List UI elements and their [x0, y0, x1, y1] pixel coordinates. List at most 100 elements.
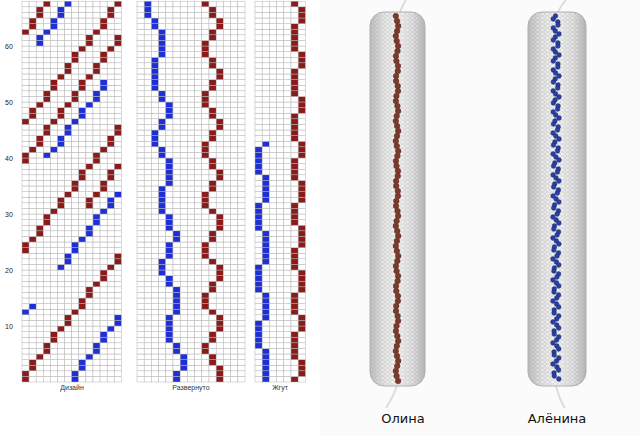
bead-cell — [43, 57, 50, 63]
bead-cell — [151, 371, 158, 377]
bead-cell — [216, 214, 223, 220]
bead-cell — [223, 203, 230, 209]
bead-cell — [223, 180, 230, 186]
bead-cell — [107, 203, 114, 209]
bead-cell — [216, 220, 223, 226]
bead-cell — [209, 371, 216, 377]
bead-cell — [159, 46, 166, 52]
bead-cell — [58, 35, 65, 41]
bead-cell — [72, 214, 79, 220]
bead-cell — [166, 124, 173, 130]
bead-cell — [93, 141, 100, 147]
bead-cell — [159, 320, 166, 326]
bead-cell — [159, 80, 166, 86]
bead-cell — [114, 108, 121, 114]
bead-cell — [166, 248, 173, 254]
bead-cell — [166, 348, 173, 354]
bead-cell — [180, 304, 187, 310]
bead-cell — [216, 1, 223, 7]
bead-cell — [72, 315, 79, 321]
bead-cell — [187, 315, 194, 321]
bead-cell — [180, 164, 187, 170]
bead-cell — [231, 63, 238, 69]
bead-cell — [72, 360, 79, 366]
bead-cell — [238, 18, 245, 24]
bead-cell — [65, 113, 72, 119]
bead-cell — [223, 186, 230, 192]
bead-cell — [114, 29, 121, 35]
bead-cell — [209, 309, 216, 315]
bead-cell — [79, 18, 86, 24]
bead-cell — [151, 141, 158, 147]
bead-cell — [22, 68, 29, 74]
bead-cell — [93, 248, 100, 254]
bead-cell — [144, 225, 151, 231]
bead-cell — [36, 276, 43, 282]
bead-cell — [107, 175, 114, 181]
bead-cell — [166, 264, 173, 270]
bead-cell — [144, 337, 151, 343]
bead-cell — [159, 208, 166, 214]
bead-cell — [29, 119, 36, 125]
bead-cell — [86, 242, 93, 248]
bead-cell — [36, 371, 43, 377]
bead-cell — [166, 29, 173, 35]
bead-cell — [29, 332, 36, 338]
bead-cell — [209, 91, 216, 97]
bead-cell — [93, 186, 100, 192]
bead-cell — [231, 113, 238, 119]
bead-cell — [144, 35, 151, 41]
bead-cell — [86, 52, 93, 58]
bead-cell — [93, 180, 100, 186]
bead-cell — [107, 35, 114, 41]
bead-cell — [43, 40, 50, 46]
bead-cell — [114, 287, 121, 293]
bead-cell — [137, 119, 144, 125]
bead-cell — [195, 24, 202, 30]
bead-cell — [79, 287, 86, 293]
bead-cell — [137, 180, 144, 186]
bead-cell — [86, 192, 93, 198]
bead-cell — [65, 276, 72, 282]
bead-cell — [107, 276, 114, 282]
bead-cell — [22, 292, 29, 298]
bead-cell — [100, 264, 107, 270]
bead-cell — [86, 169, 93, 175]
bead-cell — [238, 147, 245, 153]
bead-cell — [86, 360, 93, 366]
bead-cell — [223, 376, 230, 382]
bead-cell — [50, 96, 57, 102]
bead-cell — [209, 18, 216, 24]
bead-cell — [36, 152, 43, 158]
bead-cell — [114, 152, 121, 158]
bead-cell — [65, 24, 72, 30]
bead-cell — [137, 236, 144, 242]
bead-cell — [180, 197, 187, 203]
bead-cell — [144, 354, 151, 360]
bead-cell — [29, 1, 36, 7]
bead-cell — [269, 371, 276, 377]
bead-cell — [195, 225, 202, 231]
bead-cell — [151, 130, 158, 136]
bead-cell — [29, 136, 36, 142]
bead-cell — [223, 354, 230, 360]
bead-cell — [29, 326, 36, 332]
bead-cell — [151, 343, 158, 349]
bead-cell — [223, 57, 230, 63]
bead-cell — [209, 354, 216, 360]
bead-cell — [187, 169, 194, 175]
bead-cell — [107, 214, 114, 220]
bead-cell — [114, 85, 121, 91]
bead-cell — [86, 46, 93, 52]
bead-cell — [107, 259, 114, 265]
bead-cell — [144, 320, 151, 326]
bead-cell — [22, 371, 29, 377]
bead-cell — [43, 343, 50, 349]
bead-cell — [22, 281, 29, 287]
bead-cell — [58, 348, 65, 354]
bead-cell — [159, 192, 166, 198]
bead-cell — [43, 326, 50, 332]
bead-cell — [159, 298, 166, 304]
bead-cell — [114, 113, 121, 119]
